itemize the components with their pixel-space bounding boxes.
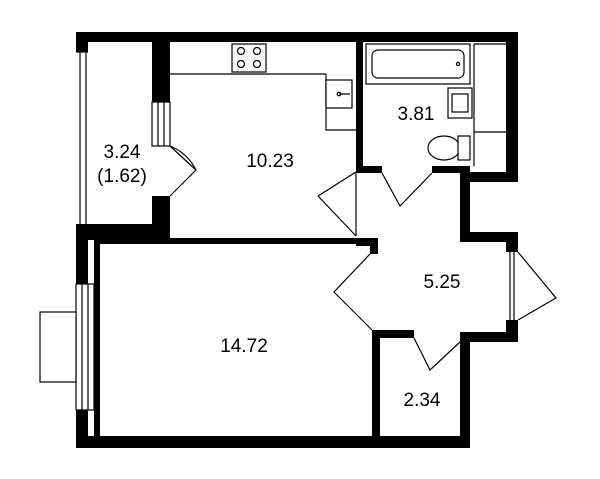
- walls: [76, 32, 518, 448]
- sink-icon: [325, 79, 353, 109]
- room-kitchen: 10.23: [246, 151, 294, 172]
- room-storage: 2.34: [404, 390, 441, 411]
- balcony-area: 3.24: [104, 142, 141, 163]
- room-bathroom: 3.81: [398, 104, 435, 125]
- hallway-area: 5.25: [424, 272, 461, 293]
- washbasin-icon: [447, 43, 506, 166]
- room-balcony: 3.24 (1.62): [97, 142, 147, 187]
- balcony-area-secondary: (1.62): [97, 166, 147, 187]
- storage-area: 2.34: [404, 390, 441, 411]
- kitchen-area: 10.23: [246, 151, 294, 172]
- toilet-icon: [427, 135, 471, 161]
- stove-icon: [231, 43, 267, 73]
- living-room-area: 14.72: [220, 336, 268, 357]
- doors: [169, 145, 557, 371]
- room-hallway: 5.25: [424, 272, 461, 293]
- ac-unit: [39, 311, 77, 383]
- room-living-room: 14.72: [220, 336, 268, 357]
- bathtub-icon: [365, 43, 471, 85]
- windows: [39, 51, 515, 411]
- bathroom-area: 3.81: [398, 104, 435, 125]
